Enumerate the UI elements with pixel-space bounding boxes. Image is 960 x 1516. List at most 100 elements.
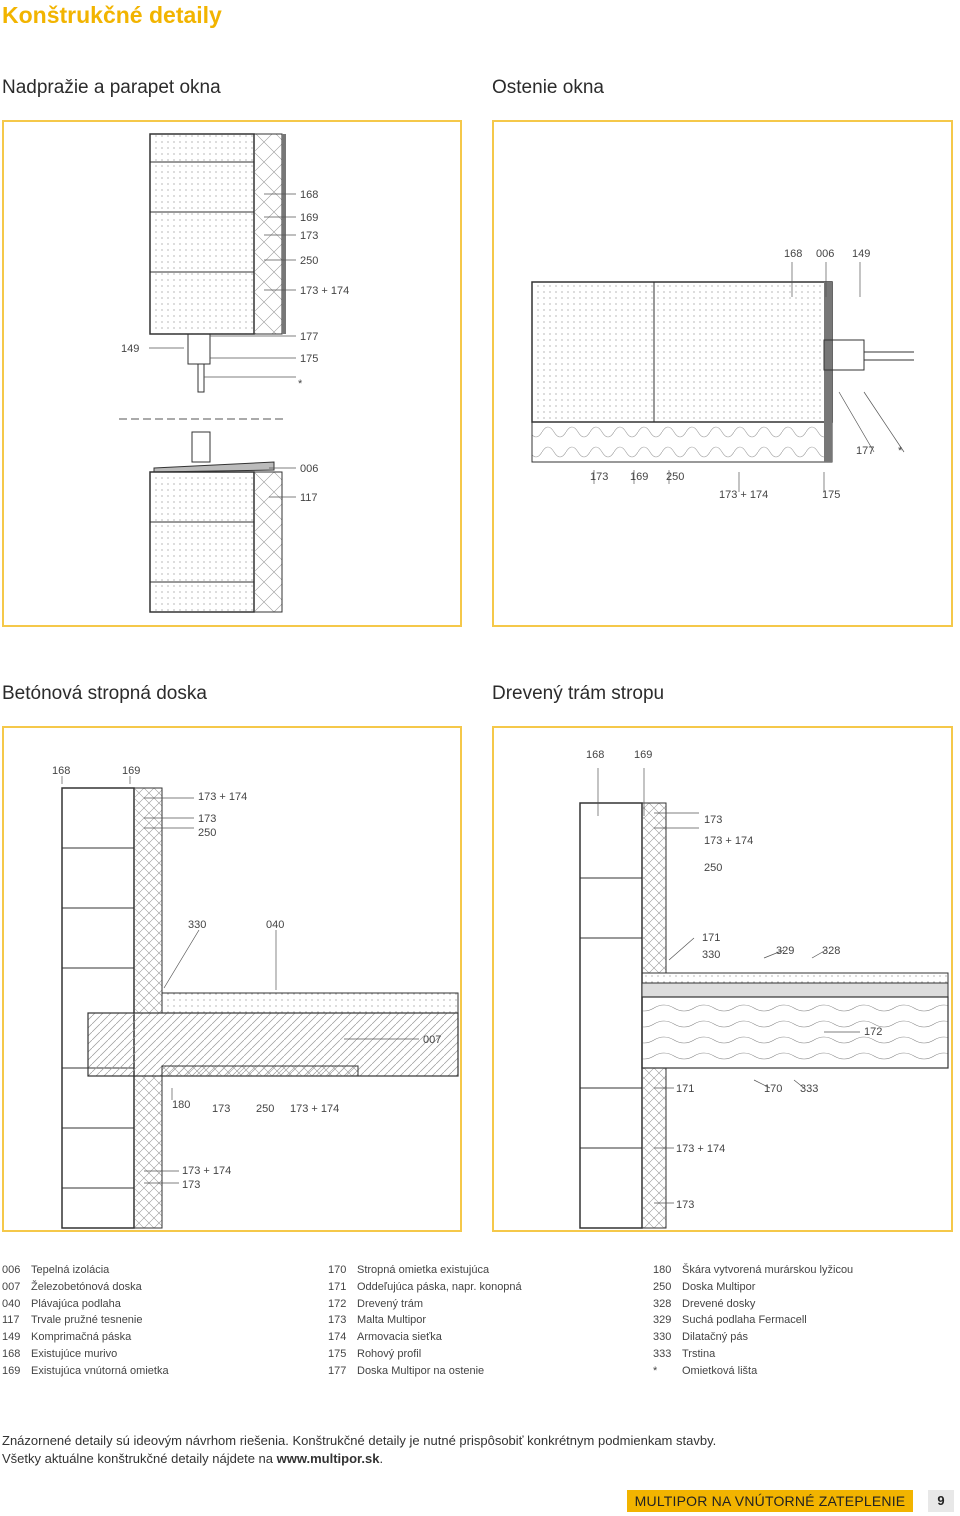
label-149: 149 — [121, 343, 139, 355]
window-jamb-drawing: 168 006 149 177 * 173 169 250 173 + 174 … — [531, 248, 914, 501]
section-title-lintel: Nadpražie a parapet okna — [2, 77, 221, 98]
label-173: 173 — [212, 1103, 230, 1115]
label-169: 169 — [634, 749, 652, 761]
label-177: 177 — [856, 445, 874, 457]
label-168: 168 — [52, 765, 70, 777]
label-173: 173 — [676, 1199, 694, 1211]
detail-timber-beam: 168 169 173 173 + 174 250 171 330 329 32… — [492, 726, 953, 1232]
label-168: 168 — [586, 749, 604, 761]
slab-leaders — [61, 776, 419, 1184]
label-169: 169 — [630, 471, 648, 483]
label-173-174: 173 + 174 — [300, 285, 349, 297]
timber-leaders — [597, 768, 860, 1204]
label-173: 173 — [198, 813, 216, 825]
label-007: 007 — [423, 1034, 441, 1046]
label-006: 006 — [300, 463, 318, 475]
label-117: 117 — [300, 492, 318, 504]
label-173-174: 173 + 174 — [676, 1143, 725, 1155]
concrete-slab — [87, 992, 459, 1077]
label-173: 173 — [182, 1179, 200, 1191]
label-168: 168 — [784, 248, 802, 260]
label-169: 169 — [122, 765, 140, 777]
window-frame-lower — [191, 431, 211, 463]
label-250: 250 — [704, 862, 722, 874]
label-173: 173 — [590, 471, 608, 483]
concrete-slab-drawing: 168 169 173 + 174 173 250 330 040 007 18… — [52, 765, 459, 1229]
label-175: 175 — [822, 489, 840, 501]
label-171: 171 — [676, 1083, 694, 1095]
section-title-concrete-slab: Betónová stropná doska — [2, 683, 207, 704]
label-149: 149 — [852, 248, 870, 260]
section-title-jamb: Ostenie okna — [492, 77, 604, 98]
label-172: 172 — [864, 1026, 882, 1038]
label-329: 329 — [776, 945, 794, 957]
label-250: 250 — [300, 255, 318, 267]
website-link[interactable]: www.multipor.sk — [276, 1451, 380, 1466]
lintel-sill-drawing: 168 169 173 250 173 + 174 149 177 175 * … — [119, 133, 349, 613]
label-250: 250 — [198, 827, 216, 839]
jamb-window-frame — [823, 339, 914, 371]
upper-wall — [149, 133, 286, 335]
label-328: 328 — [822, 945, 840, 957]
label-173-174: 173 + 174 — [704, 835, 753, 847]
label-173-174: 173 + 174 — [182, 1165, 231, 1177]
label-173: 173 — [704, 814, 722, 826]
label-asterisk: * — [298, 378, 303, 390]
label-asterisk: * — [898, 445, 903, 457]
detail-window-jamb: 168 006 149 177 * 173 169 250 173 + 174 … — [492, 120, 953, 627]
label-169: 169 — [300, 212, 318, 224]
footer-title: MULTIPOR NA VNÚTORNÉ ZATEPLENIE — [627, 1490, 913, 1512]
label-171: 171 — [702, 932, 720, 944]
jamb-leaders — [593, 262, 905, 492]
window-frame-upper — [187, 333, 211, 393]
note-line-2: Všetky aktuálne konštrukčné detaily nájd… — [2, 1451, 384, 1466]
label-006: 006 — [816, 248, 834, 260]
label-330: 330 — [702, 949, 720, 961]
timber-beam-drawing: 168 169 173 173 + 174 250 171 330 329 32… — [579, 749, 949, 1229]
label-173-174: 173 + 174 — [290, 1103, 339, 1115]
timber-floor — [641, 972, 949, 1069]
label-168: 168 — [300, 189, 318, 201]
label-177: 177 — [300, 331, 318, 343]
leader-lines — [149, 193, 296, 498]
label-250: 250 — [666, 471, 684, 483]
label-180: 180 — [172, 1099, 190, 1111]
disclaimer-note: Znázornené detaily sú ideovým návrhom ri… — [2, 1432, 952, 1468]
page-title: Konštrukčné detaily — [2, 2, 222, 28]
detail-lintel-sill: 168 169 173 250 173 + 174 149 177 175 * … — [2, 120, 462, 627]
label-170: 170 — [764, 1083, 782, 1095]
label-173-174: 173 + 174 — [198, 791, 247, 803]
label-173-174: 173 + 174 — [719, 489, 768, 501]
label-173: 173 — [300, 230, 318, 242]
label-330: 330 — [188, 919, 206, 931]
label-175: 175 — [300, 353, 318, 365]
note-line-1: Znázornené detaily sú ideovým návrhom ri… — [2, 1433, 717, 1448]
lower-wall — [149, 461, 283, 613]
existing-masonry — [61, 787, 163, 1229]
label-040: 040 — [266, 919, 284, 931]
detail-concrete-slab: 168 169 173 + 174 173 250 330 040 007 18… — [2, 726, 462, 1232]
label-250: 250 — [256, 1103, 274, 1115]
